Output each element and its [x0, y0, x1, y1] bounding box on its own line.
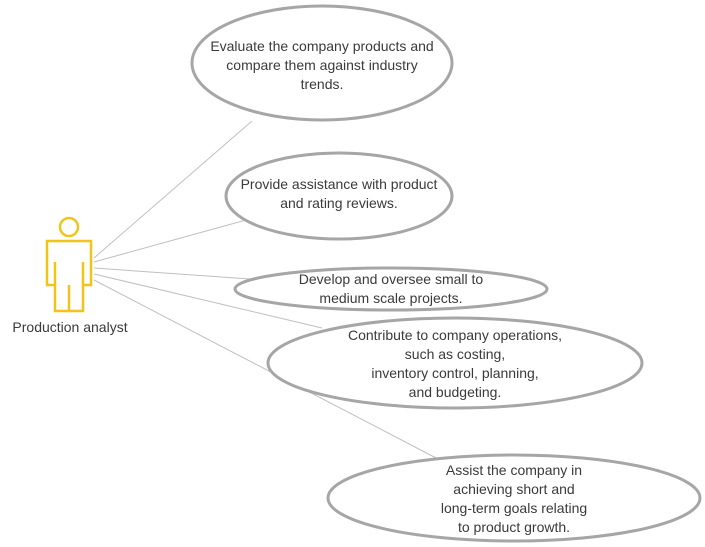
actor-label: Production analyst — [12, 319, 128, 335]
use-case-ellipse-5 — [326, 453, 702, 543]
connector-3 — [93, 267, 251, 280]
use-case-ellipse-4 — [266, 316, 644, 410]
use-case-ellipse-3 — [233, 266, 549, 312]
use-case-text-4: Contribute to company operations, such a… — [347, 327, 562, 400]
person-icon — [45, 216, 93, 313]
use-case-ellipse-2 — [224, 151, 454, 241]
use-case-text-2: Provide assistance with product and rati… — [240, 176, 438, 211]
connector-2 — [93, 219, 247, 263]
connector-1 — [93, 120, 253, 259]
use-case-text-1: Evaluate the company products and compar… — [210, 38, 434, 92]
connector-4 — [93, 273, 323, 329]
use-case-text-5: Assist the company in achieving short an… — [440, 462, 588, 535]
use-case-text-3: Develop and oversee small to medium scal… — [298, 271, 484, 306]
connector-5 — [93, 279, 439, 460]
use-case-ellipse-1 — [190, 4, 454, 122]
